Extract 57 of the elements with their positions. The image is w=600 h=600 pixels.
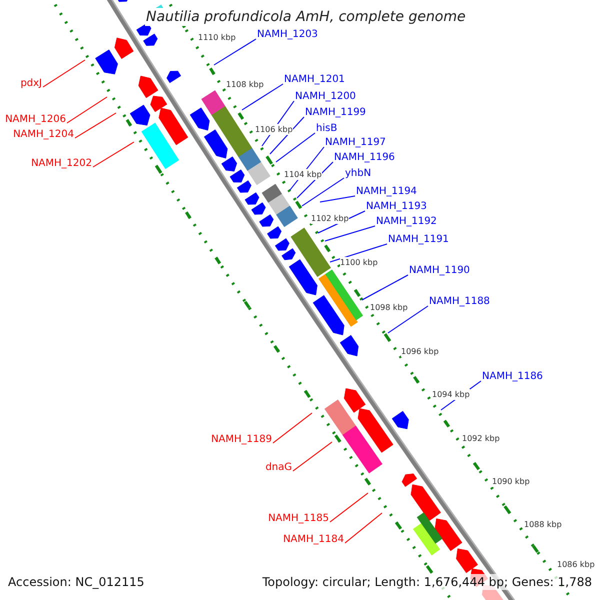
leader-line [42, 60, 86, 88]
gene-label: NAMH_1201 [284, 73, 345, 87]
gene-label: NAMH_1184 [283, 533, 344, 547]
gene-label: NAMH_1189 [211, 433, 272, 447]
scale-label: 1100 kbp [340, 257, 378, 268]
accession-text: Accession: NC_012115 [8, 574, 144, 590]
gene-label: yhbN [345, 167, 372, 181]
scale-label: 1110 kbp [198, 32, 236, 43]
leader-line [276, 132, 316, 162]
gene-label: NAMH_1199 [305, 106, 366, 120]
gene-label: NAMH_1186 [482, 370, 543, 384]
gene-label: NAMH_1188 [429, 295, 490, 309]
leader-line [272, 412, 312, 444]
leader-line [302, 178, 344, 206]
scale-label: 1092 kbp [462, 433, 500, 444]
gene-label: pdxJ [20, 77, 42, 91]
leader-line [74, 112, 116, 138]
leader-line [324, 226, 376, 242]
leader-line [292, 442, 332, 472]
scale-label: 1098 kbp [370, 302, 408, 313]
gene-label: hisB [316, 122, 338, 136]
gene-label: NAMH_1206 [5, 113, 66, 127]
gene-label: NAMH_1191 [388, 233, 449, 247]
leader-line [214, 38, 256, 66]
scale-label: 1094 kbp [432, 389, 470, 400]
gene-label: NAMH_1192 [376, 215, 437, 229]
scale-label: 1086 kbp [557, 559, 595, 570]
leader-line [330, 492, 368, 522]
gene-label: NAMH_1193 [366, 200, 427, 214]
gene-label: NAMH_1204 [13, 128, 74, 142]
scale-label: 1088 kbp [524, 519, 562, 530]
scale-label: 1096 kbp [401, 346, 439, 357]
gene-label: NAMH_1200 [295, 90, 356, 104]
gene-label: NAMH_1196 [334, 151, 395, 165]
genome-info-text: Topology: circular; Length: 1,676,444 bp; Genes: 1,788 [262, 574, 592, 590]
gene-label: NAMH_1185 [268, 512, 329, 526]
leader-line [320, 196, 356, 202]
scale-label: 1108 kbp [226, 79, 264, 90]
gene-label: NAMH_1197 [325, 136, 386, 150]
leader-line [242, 84, 284, 110]
leader-line [344, 512, 382, 544]
leader-line [362, 274, 408, 300]
leader-line [66, 96, 108, 124]
leader-line [388, 306, 428, 334]
leader-line [330, 244, 388, 262]
scale-label: 1106 kbp [255, 124, 293, 135]
scale-label: 1090 kbp [492, 476, 530, 487]
gene-label: dnaG [265, 461, 292, 475]
gene-label: NAMH_1202 [31, 157, 92, 171]
gene-label: NAMH_1190 [409, 264, 470, 278]
map-title: Nautilia profundicola AmH, complete genome [145, 8, 467, 26]
leader-line [92, 142, 134, 168]
scale-label: 1102 kbp [311, 213, 349, 224]
gene-label: NAMH_1194 [356, 185, 417, 199]
scale-label: 1104 kbp [284, 169, 322, 180]
gene-label: NAMH_1203 [257, 28, 318, 42]
leader-line [270, 116, 304, 154]
